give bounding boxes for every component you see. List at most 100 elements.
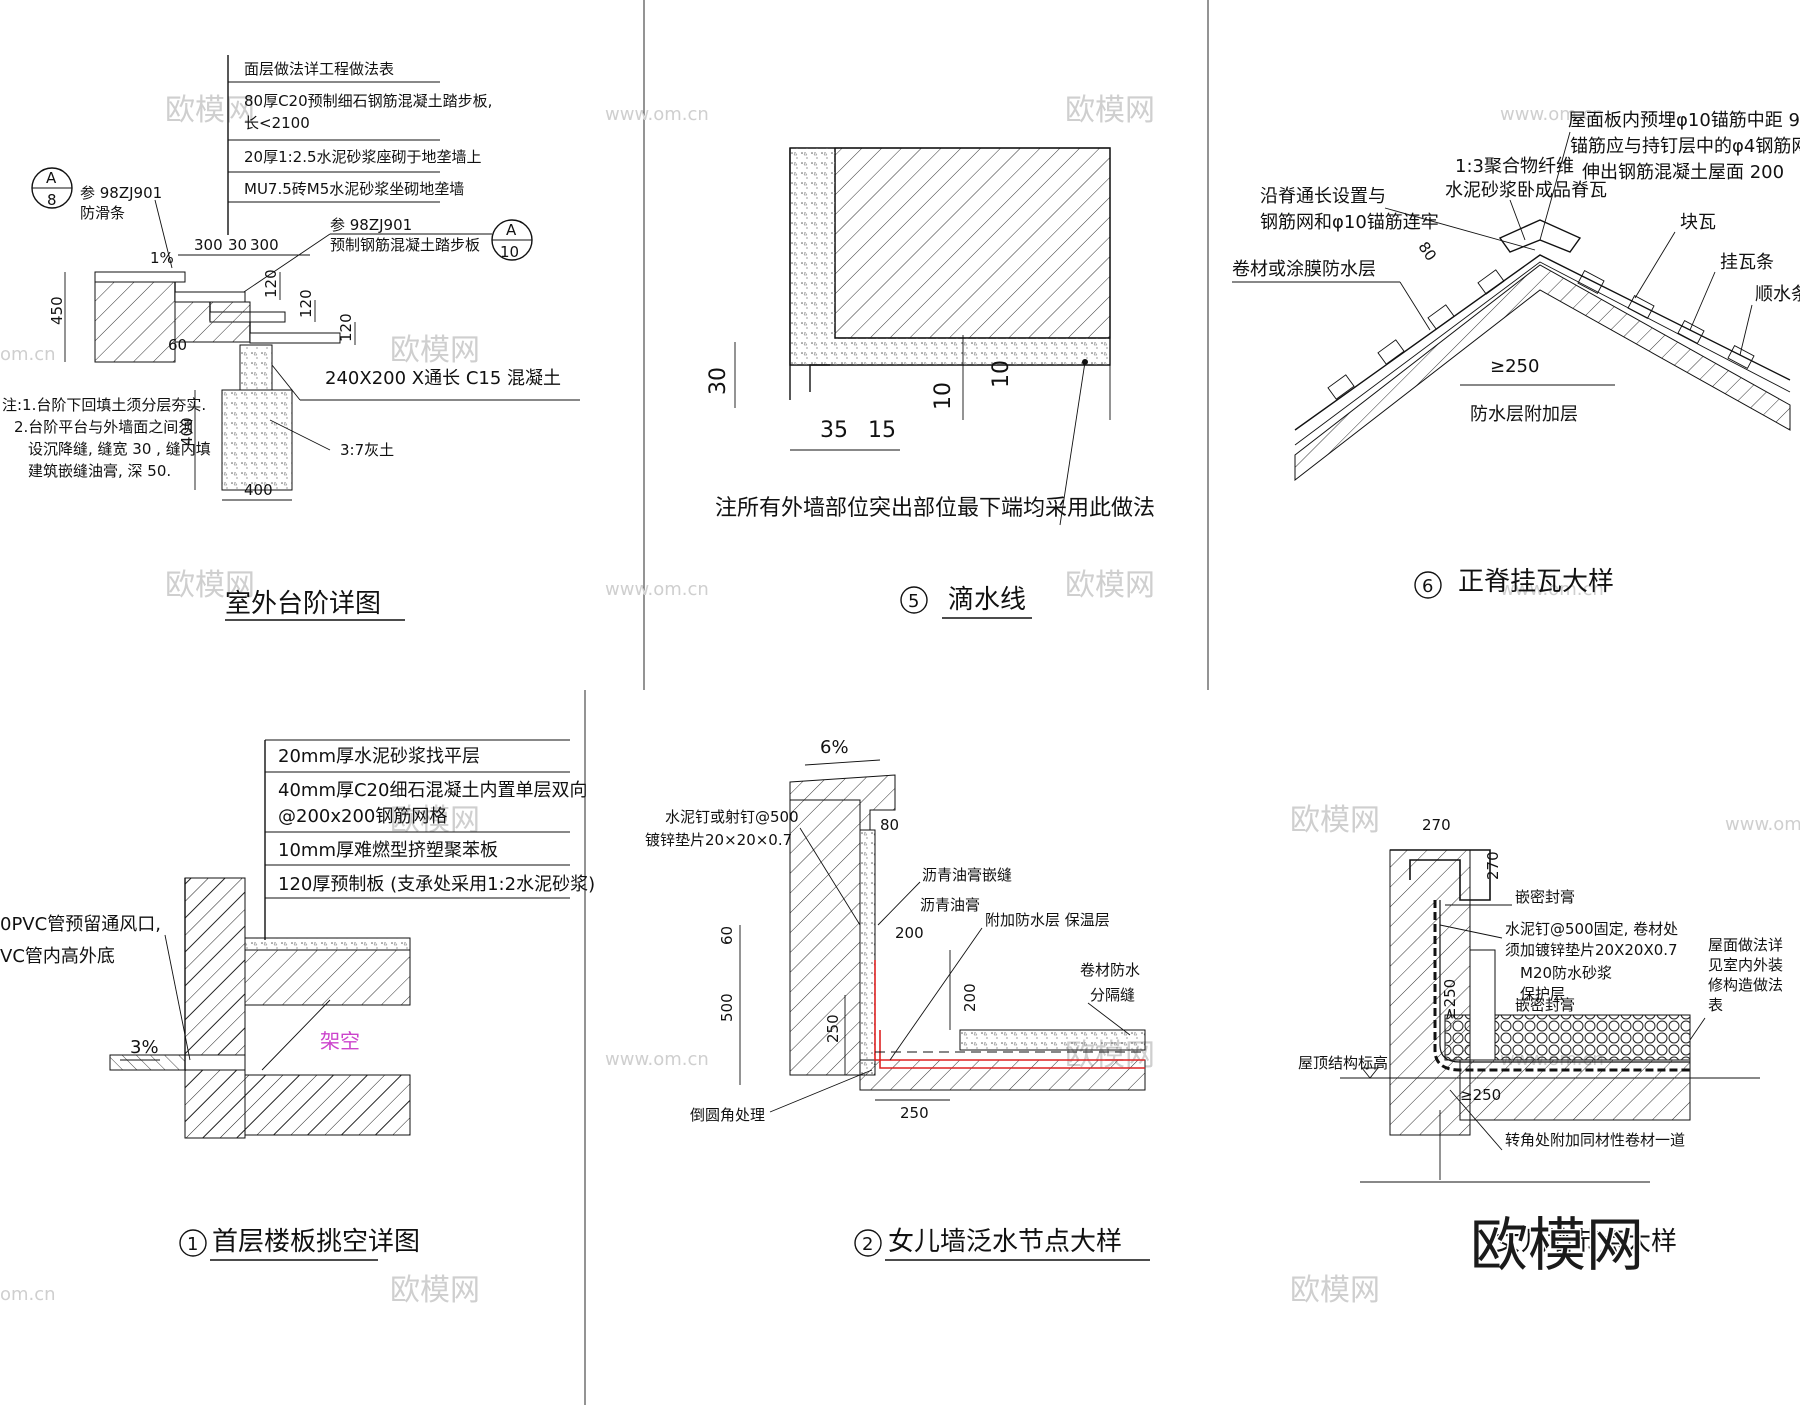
dim-400v: 400 (178, 417, 196, 446)
parapet2-seal-1: 嵌密封膏 (1515, 888, 1575, 906)
parapet-dim-60: 60 (718, 926, 736, 945)
dim-400h: 400 (244, 481, 273, 499)
parapet-slope: 6% (820, 737, 849, 758)
steps-note-1: 注:1.台阶下回填土须分层夯实. (2, 396, 206, 414)
floor-title: 首层楼板挑空详图 (212, 1227, 420, 1257)
dim-300b: 300 (250, 236, 279, 254)
steps-title: 室外台阶详图 (225, 589, 381, 619)
parapet2-dim-270a: 270 (1422, 816, 1451, 834)
parapet2-roof-4: 表 (1708, 996, 1723, 1014)
watermark-site: www.om.cn (605, 104, 709, 125)
watermark-site: om.cn (0, 344, 56, 365)
parapet-dim-200b: 200 (961, 983, 979, 1012)
watermark-brand: 欧模网 (1065, 93, 1155, 128)
parapet-dim-500: 500 (718, 993, 736, 1022)
parapet2-roof-1: 屋面做法详 (1708, 936, 1783, 954)
panel-dividers (584, 0, 1209, 1405)
parapet-washer: 镀锌垫片20×20×0.7 (645, 831, 792, 849)
parapet2-roof-3: 修构造做法 (1708, 976, 1783, 994)
steps-ref-left-sub: 防滑条 (80, 204, 125, 222)
floor-layer-1: 20mm厚水泥砂浆找平层 (278, 746, 480, 767)
ridge-title: 正脊挂瓦大样 (1458, 567, 1614, 597)
steps-note-2: 2.台阶平台与外墙面之间须 (14, 418, 193, 436)
parapet2-dim-250a: ≥250 (1441, 979, 1459, 1020)
ridge-r1: 屋面板内预埋φ10锚筋中距 900 (1568, 110, 1800, 131)
ridge-tiles-right (1577, 270, 1755, 369)
steps-ref-right-sub: 预制钢筋混凝土踏步板 (330, 236, 480, 254)
floor-layer-3: 10mm厚难燃型挤塑聚苯板 (278, 840, 498, 861)
parapet-asphalt-seal: 沥青油膏嵌缝 (922, 866, 1012, 884)
panel-outdoor-steps: 面层做法详工程做法表 80厚C20预制细石钢筋混凝土踏步板, 长<2100 20… (2, 55, 580, 621)
ridge-r3: 伸出钢筋混凝土屋面 200 (1582, 162, 1784, 183)
watermark-site: www.om.cn (1500, 104, 1604, 125)
floor-pvc-1: 0PVC管预留通风口, (0, 914, 161, 935)
drip-dim-10b: 10 (989, 360, 1014, 388)
dim-120c: 120 (337, 313, 355, 342)
watermark-brand: 欧模网 (390, 333, 480, 368)
drip-dim-15: 15 (868, 418, 896, 443)
steps-slope: 1% (150, 249, 174, 267)
dim-30: 30 (228, 236, 247, 254)
parapet2-nail-2: 须加镀锌垫片20X20X0.7 (1505, 941, 1678, 959)
index-symbol-a8: A 8 (31, 167, 73, 209)
ridge-tile: 块瓦 (1680, 212, 1716, 233)
parapet2-dim-270b: 270 (1484, 851, 1502, 880)
parapet-nail: 水泥钉或射钉@500 (665, 808, 799, 826)
parapet-asphalt: 沥青油膏 (920, 896, 980, 914)
parapet-extra: 附加防水层 保温层 (985, 911, 1110, 929)
parapet2-title: 女儿墙节点大样 (1495, 1227, 1677, 1257)
svg-text:2: 2 (862, 1234, 873, 1255)
watermark-brand: 欧模网 (165, 93, 255, 128)
panel-parapet-flashing: 6% 水泥钉或射钉@500 镀锌垫片20×20×0.7 沥青油膏嵌缝 沥青油膏 … (645, 737, 1150, 1261)
ridge-r2: 锚筋应与持钉层中的φ4钢筋网连牢, (1570, 136, 1800, 157)
watermark-brand: 欧模网 (165, 568, 255, 603)
steps-ref-left: 参 98ZJ901 (80, 184, 162, 202)
panel-ridge-tile: 80 1:3聚合物纤维 水泥砂浆卧成品脊瓦 屋面板内预埋φ10锚筋中距 900 … (1232, 110, 1800, 599)
parapet2-seal-2: 嵌密封膏 (1515, 996, 1575, 1014)
svg-text:10: 10 (500, 243, 519, 261)
ridge-extra: 防水层附加层 (1470, 404, 1578, 425)
drip-note: 注所有外墙部位突出部位最下端均采用此做法 (715, 496, 1155, 521)
parapet2-struct: 屋顶结构标高 (1298, 1054, 1388, 1072)
steps-layer-1a: 80厚C20预制细石钢筋混凝土踏步板, (244, 92, 492, 110)
watermark-site: www.om.cn (605, 579, 709, 600)
dim-60: 60 (168, 336, 187, 354)
ridge-number-circle: 6 (1414, 571, 1442, 599)
drip-dim-30: 30 (706, 367, 731, 395)
watermark-site: www.om.cn (1725, 814, 1800, 835)
floor-pvc-2: VC管内高外底 (0, 946, 115, 967)
floor-void-label: 架空 (320, 1029, 360, 1053)
steps-lime: 3:7灰土 (340, 441, 394, 459)
parapet2-protect: 保护层 (1520, 985, 1565, 1003)
svg-text:6: 6 (1422, 576, 1433, 597)
parapet2-dim-250b: ≥250 (1460, 1086, 1501, 1104)
ridge-batten: 挂瓦条 (1720, 252, 1774, 273)
watermark-big-logo: 欧模网 (1470, 1211, 1644, 1279)
floor-layer-2b: @200x200钢筋网格 (278, 806, 447, 827)
svg-text:A: A (506, 221, 517, 239)
parapet2-corner: 转角处附加同材性卷材一道 (1505, 1131, 1685, 1149)
ridge-counter: 顺水条 (1755, 284, 1800, 305)
parapet-dim-250v: 250 (824, 1014, 842, 1043)
parapet-joint: 分隔缝 (1090, 986, 1135, 1004)
parapet-title: 女儿墙泛水节点大样 (888, 1227, 1122, 1257)
drip-number-circle: 5 (900, 586, 928, 614)
parapet2-roof-2: 见室内外装 (1708, 956, 1783, 974)
watermark-site: om.cn (0, 1284, 56, 1305)
floor-layer-2a: 40mm厚C20细石混凝土内置单层双向 (278, 780, 587, 801)
watermark-brand: 欧模网 (390, 1273, 480, 1308)
panel-floor-void: 20mm厚水泥砂浆找平层 40mm厚C20细石混凝土内置单层双向 @200x20… (0, 739, 595, 1261)
floor-slope: 3% (130, 1037, 159, 1058)
watermark-site: www.om.cn (1500, 579, 1604, 600)
ridge-m2: 钢筋网和φ10锚筋连牢 (1260, 212, 1439, 233)
ridge-membrane: 卷材或涂膜防水层 (1232, 259, 1376, 280)
ridge-dim-250: ≥250 (1490, 356, 1539, 377)
drip-dim-35: 35 (820, 418, 848, 443)
ridge-m1: 沿脊通长设置与 (1260, 186, 1386, 207)
steps-table-header: 面层做法详工程做法表 (244, 60, 394, 78)
dim-120a: 120 (262, 269, 280, 298)
watermark-site: www.om.cn (605, 1049, 709, 1070)
svg-text:A: A (46, 169, 57, 187)
parapet-dim-200a: 200 (895, 924, 924, 942)
